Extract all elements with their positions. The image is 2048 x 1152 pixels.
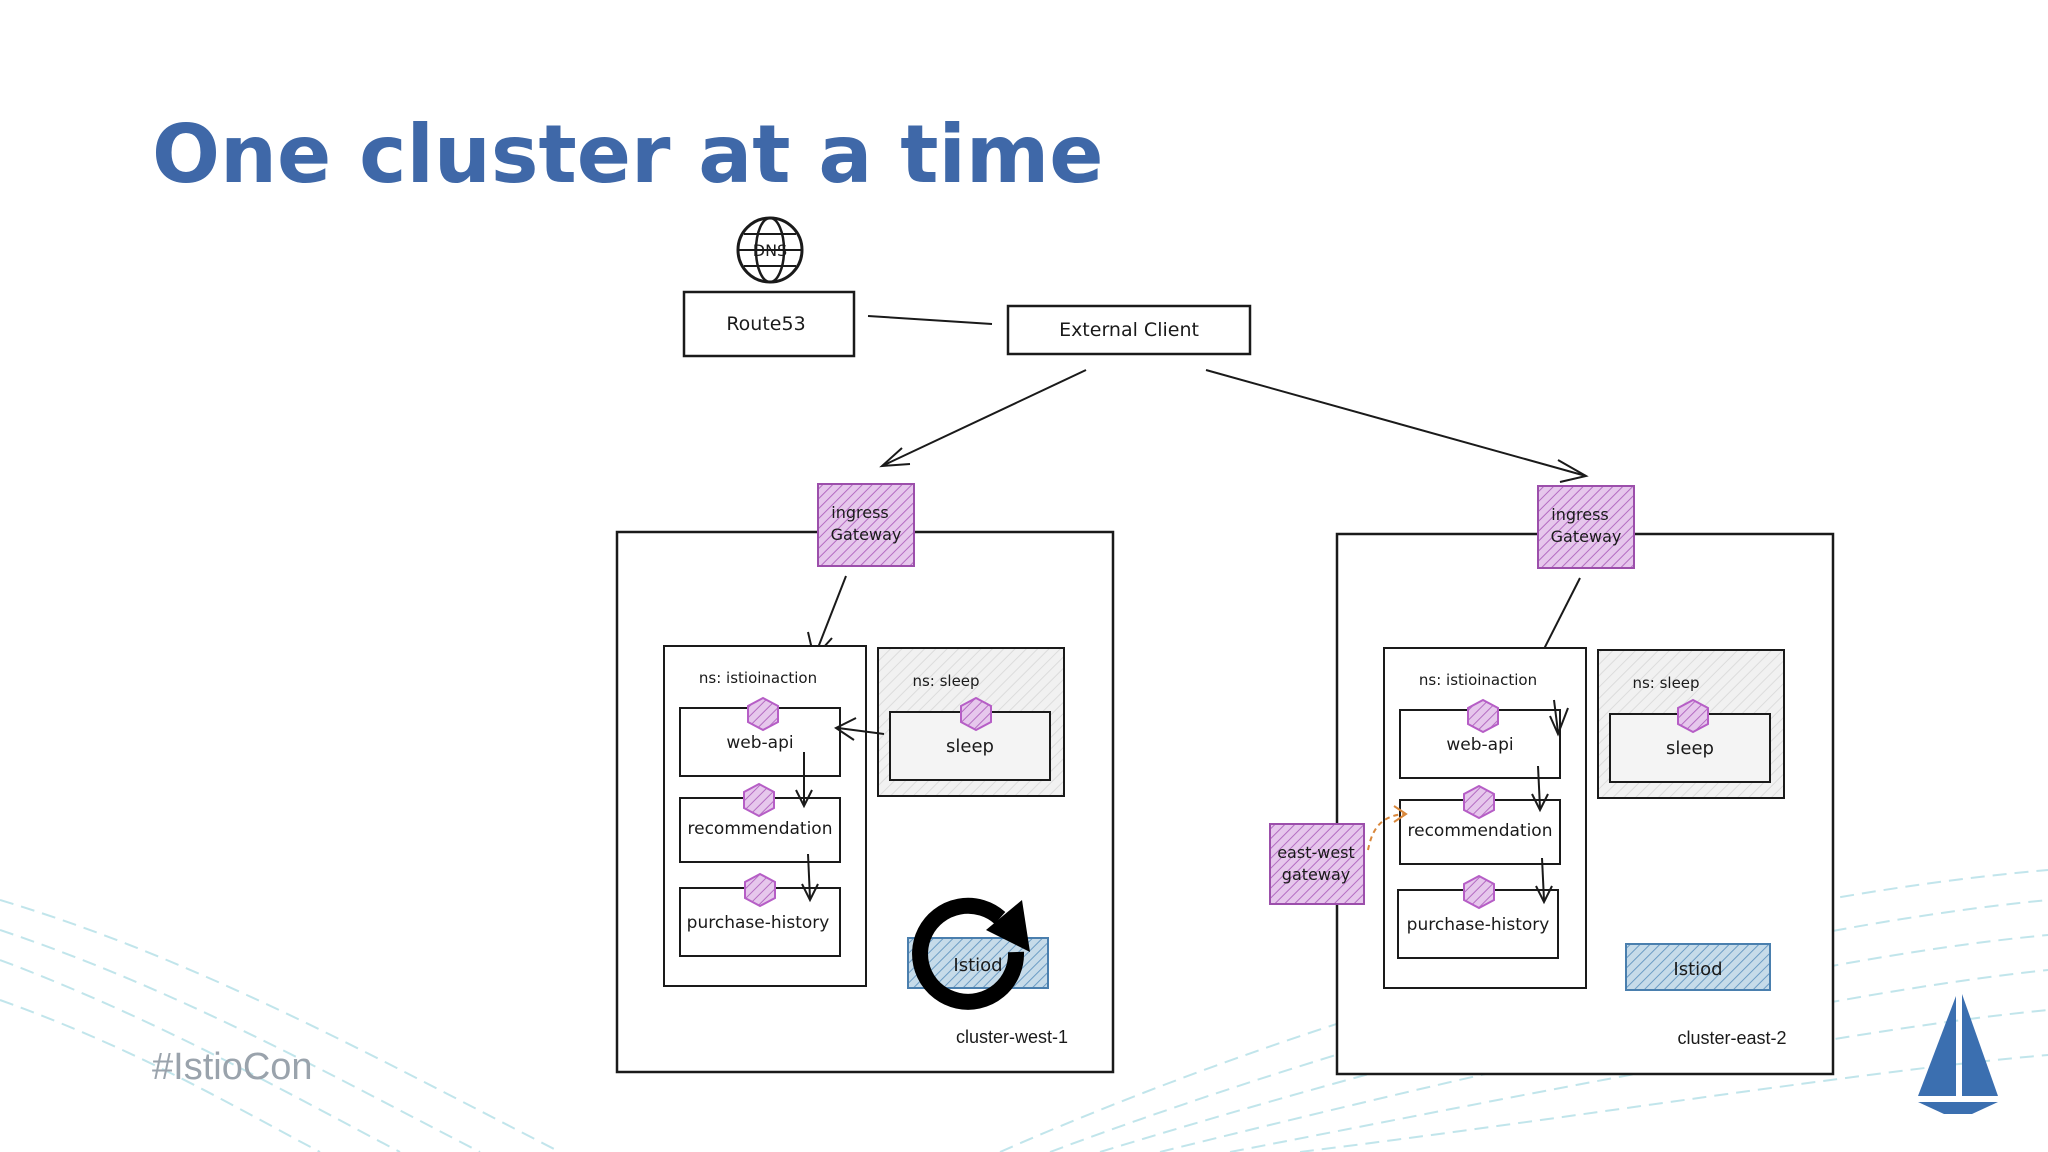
sidecar-sleep-east — [1677, 698, 1709, 734]
globe-icon: DNS — [736, 216, 804, 284]
sleep-to-web-api-west-arrow — [837, 727, 885, 735]
east-west-gateway-line1: east-west — [1277, 843, 1355, 862]
ingress-gateway-west — [817, 483, 915, 567]
east-west-to-recommendation-arrow — [1367, 805, 1408, 851]
recommendation-east-label: recommendation — [1408, 821, 1553, 841]
restart-icon — [912, 897, 1030, 1010]
sidecar-purchase-history-east — [1463, 874, 1495, 910]
east-west-gateway-line2: gateway — [1282, 865, 1350, 884]
purchase-history-east-label: purchase-history — [1407, 915, 1550, 935]
ns-istioinaction-west-label: ns: istioinaction — [699, 669, 817, 687]
ns-sleep-west-label: ns: sleep — [912, 672, 979, 690]
web-api-west-label: web-api — [726, 733, 793, 753]
istiod-east-label: Istiod — [1673, 959, 1722, 980]
east-west-gateway — [1269, 823, 1365, 905]
cluster-west-label: cluster-west-1 — [956, 1027, 1068, 1047]
ns-istioinaction-east-label: ns: istioinaction — [1419, 671, 1537, 689]
recommendation-west-label: recommendation — [688, 819, 833, 839]
external-client-label: External Client — [1059, 319, 1199, 341]
sidecar-purchase-history-west — [744, 872, 776, 908]
sleep-to-web-api-west-arrowhead — [834, 717, 857, 741]
sleep-east-label: sleep — [1666, 738, 1714, 759]
sidecar-sleep-west — [960, 696, 992, 732]
client-to-west-arrow — [879, 369, 1087, 468]
sidecar-web-api-east — [1467, 698, 1499, 734]
route53-link — [867, 315, 993, 325]
cluster-east: cluster-east-2 ingress Gateway ns: istio… — [1269, 485, 1835, 1076]
ingress-gateway-east — [1537, 485, 1635, 569]
external-client-box — [1006, 304, 1252, 356]
sidecar-web-api-west — [747, 696, 779, 732]
sidecar-recommendation-west — [743, 782, 775, 818]
sleep-west-label: sleep — [946, 736, 994, 757]
hashtag: #IstioCon — [152, 1046, 313, 1088]
purchase-history-west-label: purchase-history — [687, 913, 830, 933]
sidecar-recommendation-east — [1463, 784, 1495, 820]
cluster-east-label: cluster-east-2 — [1677, 1028, 1786, 1048]
ingress-gateway-east-line2: Gateway — [1551, 527, 1622, 546]
istiod-west-label: Istiod — [953, 955, 1002, 976]
dns-label: DNS — [753, 241, 787, 260]
west-internal-arrows — [795, 752, 819, 903]
ingress-gateway-east-line1: ingress — [1551, 505, 1608, 524]
east-internal-arrows — [1531, 699, 1569, 905]
web-api-east-label: web-api — [1446, 735, 1513, 755]
ingress-west-arrow — [813, 575, 847, 659]
istio-sail-icon — [1918, 994, 1998, 1114]
client-to-east-arrow — [1205, 369, 1589, 483]
route53-label: Route53 — [726, 313, 805, 335]
ingress-gateway-west-line2: Gateway — [831, 525, 902, 544]
route53-box — [682, 290, 856, 358]
slide-title: One cluster at a time — [152, 108, 1104, 201]
ns-sleep-east-label: ns: sleep — [1632, 674, 1699, 692]
istiod-east — [1625, 943, 1771, 991]
ingress-gateway-west-line1: ingress — [831, 503, 888, 522]
cluster-west: cluster-west-1 ingress Gateway ns: istio… — [615, 483, 1115, 1074]
